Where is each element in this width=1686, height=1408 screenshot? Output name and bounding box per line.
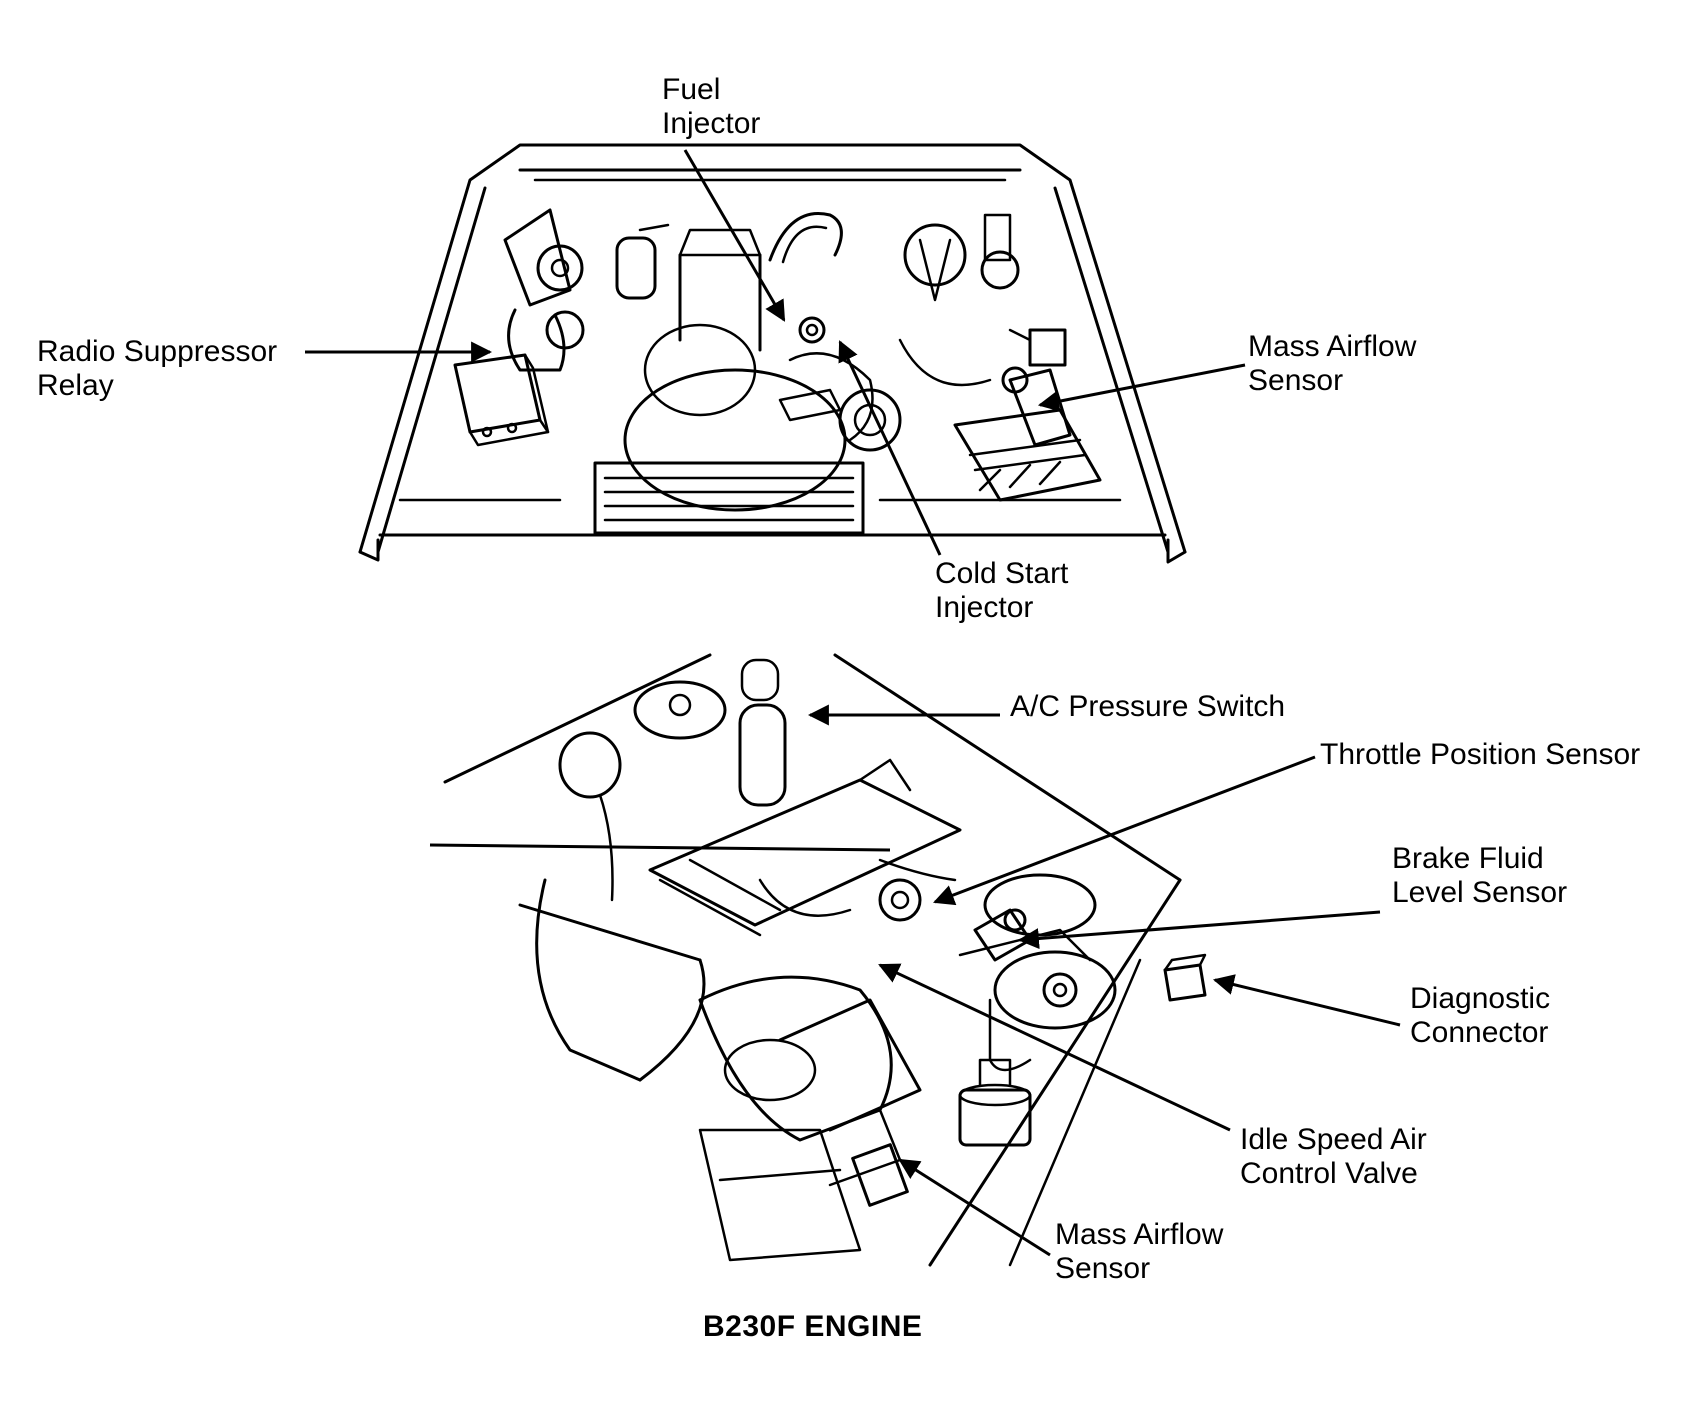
label-ac-pressure-switch-text: A/C Pressure Switch — [1010, 690, 1286, 723]
label-mass-airflow-sensor-top-line1: Mass Airflow — [1248, 330, 1417, 363]
label-radio-suppressor-relay-line1: Radio Suppressor — [37, 335, 278, 368]
label-radio-suppressor-relay-line2: Relay — [37, 369, 114, 402]
label-diagnostic-connector: Diagnostic Connector — [1410, 982, 1550, 1050]
bottom-leader-lines — [429, 704, 1401, 1257]
label-throttle-position-sensor: Throttle Position Sensor — [1320, 738, 1640, 772]
label-idle-speed-air-control-valve: Idle Speed Air Control Valve — [1240, 1123, 1427, 1191]
bottom-engine-drawing — [443, 653, 1207, 1267]
label-mass-airflow-sensor-top-line2: Sensor — [1248, 364, 1344, 397]
label-idle-speed-air-control-valve-line2: Control Valve — [1240, 1157, 1418, 1190]
diagram-caption: B230F ENGINE — [703, 1310, 923, 1343]
label-mass-airflow-sensor-bottom: Mass Airflow Sensor — [1055, 1218, 1223, 1286]
label-fuel-injector: Fuel Injector — [662, 73, 760, 141]
label-brake-fluid-level-sensor-line2: Level Sensor — [1392, 876, 1568, 909]
label-brake-fluid-level-sensor: Brake Fluid Level Sensor — [1392, 842, 1567, 910]
top-engine-bay-drawing — [358, 143, 1187, 564]
label-diagnostic-connector-line2: Connector — [1410, 1016, 1549, 1049]
label-mass-airflow-sensor-top: Mass Airflow Sensor — [1248, 330, 1416, 398]
top-leader-lines — [305, 149, 1246, 556]
label-fuel-injector-line2: Injector — [662, 107, 761, 140]
label-mass-airflow-sensor-bottom-line1: Mass Airflow — [1055, 1218, 1224, 1251]
label-cold-start-injector-line2: Injector — [935, 591, 1034, 624]
label-brake-fluid-level-sensor-line1: Brake Fluid — [1392, 842, 1544, 875]
label-mass-airflow-sensor-bottom-line2: Sensor — [1055, 1252, 1151, 1285]
label-fuel-injector-line1: Fuel — [662, 73, 721, 106]
label-diagnostic-connector-line1: Diagnostic — [1410, 982, 1551, 1015]
label-idle-speed-air-control-valve-line1: Idle Speed Air — [1240, 1123, 1427, 1156]
label-throttle-position-sensor-text: Throttle Position Sensor — [1320, 738, 1641, 771]
label-cold-start-injector-line1: Cold Start — [935, 557, 1069, 590]
label-cold-start-injector: Cold Start Injector — [935, 557, 1068, 625]
label-ac-pressure-switch: A/C Pressure Switch — [1010, 690, 1285, 724]
label-radio-suppressor-relay: Radio Suppressor Relay — [37, 335, 277, 403]
